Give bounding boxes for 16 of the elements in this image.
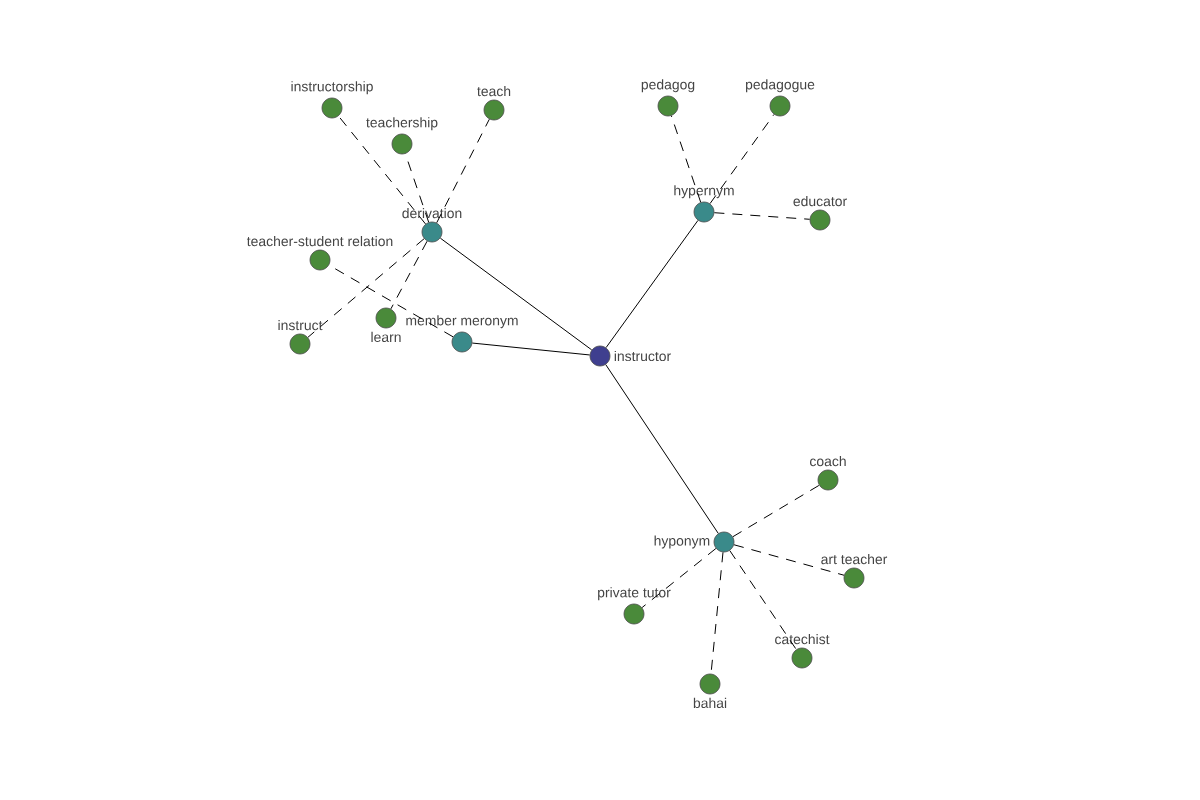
connector-line	[733, 544, 845, 576]
connector-line	[641, 548, 717, 608]
connector-line	[390, 240, 428, 310]
connector-line	[732, 484, 820, 538]
connector-line	[471, 342, 591, 356]
connector-line	[439, 237, 593, 351]
connector-line	[338, 115, 426, 225]
connector-line	[709, 113, 775, 205]
connector-line	[605, 219, 699, 349]
connector-line	[605, 364, 719, 534]
connector-line	[729, 550, 797, 650]
connector-line	[436, 118, 490, 224]
connector-line	[670, 115, 702, 203]
connector-line	[307, 238, 425, 338]
connector-line	[713, 212, 811, 220]
connector-line	[710, 551, 724, 675]
